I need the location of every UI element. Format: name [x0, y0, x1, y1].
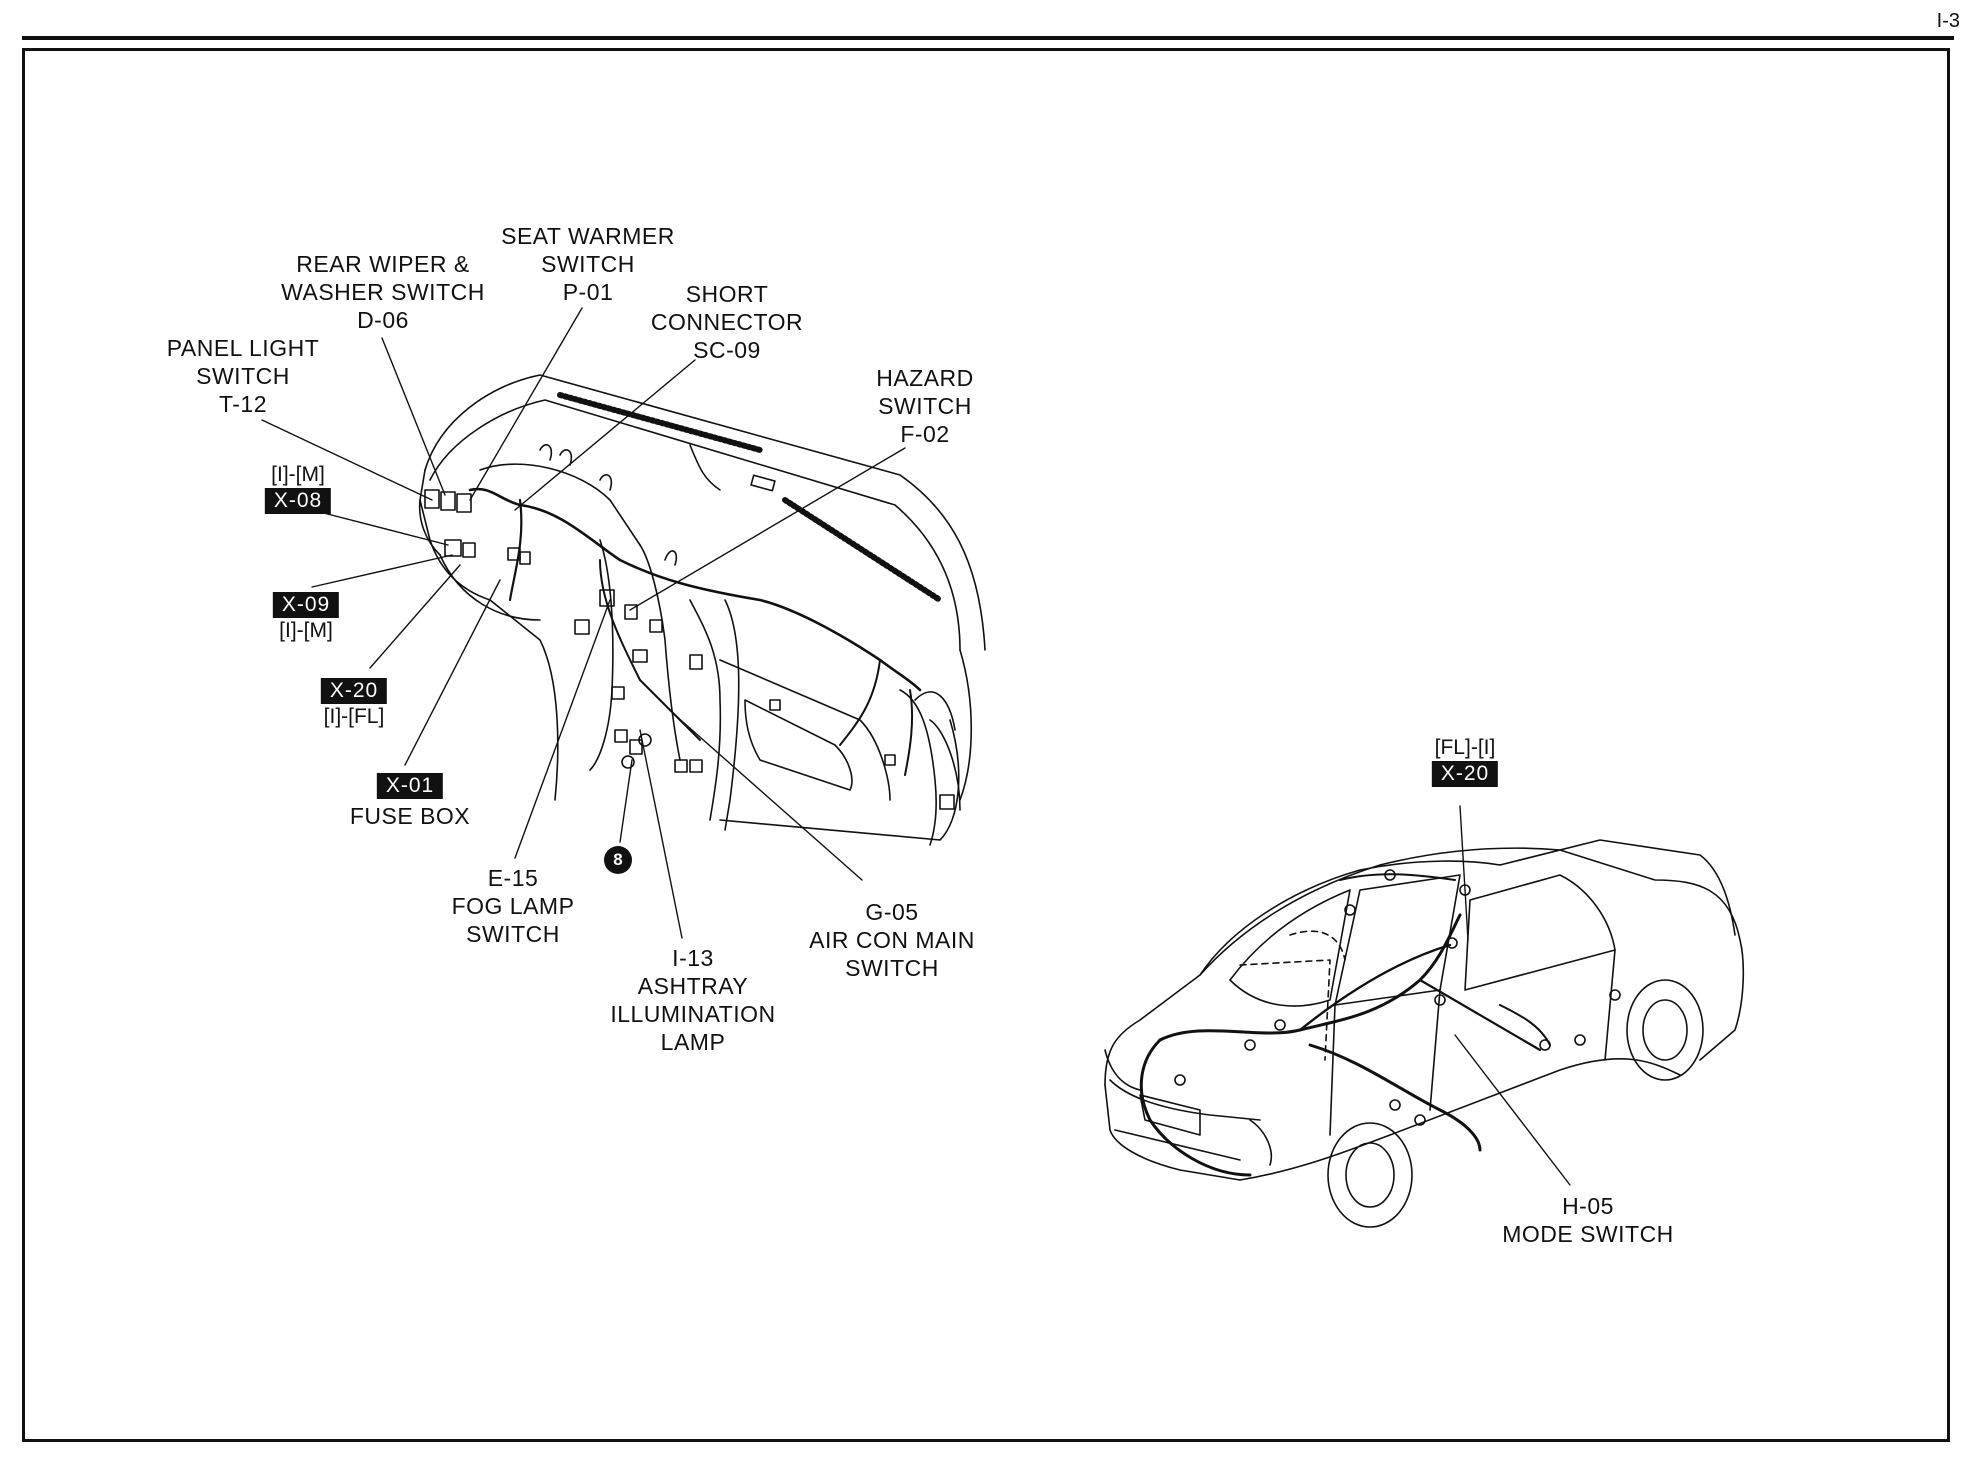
label-mode-switch: H-05 MODE SWITCH	[1502, 1193, 1674, 1247]
label-panel-light-switch: PANEL LIGHT SWITCH T-12	[166, 335, 320, 417]
label-air-con-main-switch: G-05 AIR CON MAIN SWITCH	[809, 899, 975, 981]
header-rule	[22, 36, 1954, 40]
label-ashtray-illumination-lamp: I-13 ASHTRAY ILLUMINATION LAMP	[610, 945, 776, 1055]
label-short-connector: SHORT CONNECTOR SC-09	[650, 281, 804, 363]
label-hazard-switch: HAZARD SWITCH F-02	[876, 365, 974, 447]
diagram-frame	[22, 48, 1950, 1442]
car-leader-lines	[1454, 805, 1571, 1186]
connector-x09: X-09 [I]-[M]	[272, 592, 340, 644]
label-fuse-box: FUSE BOX	[349, 803, 471, 829]
page-number: I-3	[1936, 10, 1960, 32]
connector-x20-car: [FL]-[I] X-20	[1431, 735, 1499, 787]
connector-x08: [I]-[M] X-08	[264, 462, 332, 514]
car-illustration	[1104, 839, 1745, 1228]
dashboard-leader-lines	[261, 307, 906, 939]
ground-point-8: 8	[604, 846, 632, 874]
connector-x20-dash: X-20 [I]-[FL]	[320, 678, 388, 730]
dashboard-illustration	[418, 374, 986, 846]
label-rear-wiper-washer-switch: REAR WIPER & WASHER SWITCH D-06	[281, 251, 485, 333]
connector-x01: X-01	[376, 773, 444, 799]
label-fog-lamp-switch: E-15 FOG LAMP SWITCH	[451, 865, 575, 947]
label-seat-warmer-switch: SEAT WARMER SWITCH P-01	[501, 223, 675, 305]
